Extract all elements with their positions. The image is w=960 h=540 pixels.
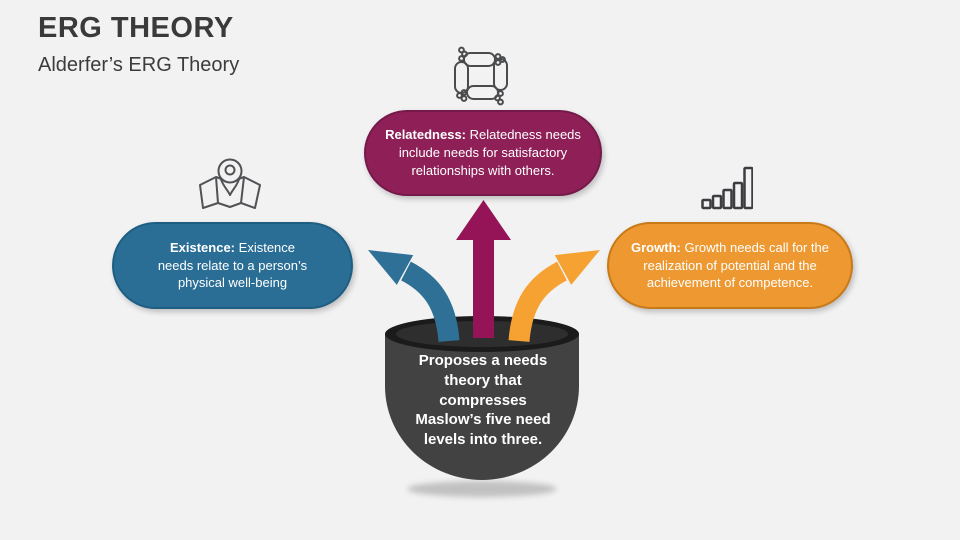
- teamwork-arms-icon: [448, 44, 514, 108]
- bar-chart-growth-icon: [701, 166, 754, 210]
- pot-shadow: [407, 481, 557, 497]
- page-subtitle: Alderfer’s ERG Theory: [38, 54, 240, 76]
- growth-text: Growth: Growth needs call for the realiz…: [631, 239, 829, 291]
- page-title: ERG THEORY: [38, 12, 234, 44]
- existence-text: Existence: Existence needs relate to a p…: [157, 239, 308, 291]
- pot-body: [385, 334, 579, 480]
- relatedness-arrow: [456, 200, 511, 338]
- map-location-icon: [193, 156, 267, 216]
- existence-node: Existence: Existence needs relate to a p…: [112, 222, 353, 309]
- existence-arrow: [368, 250, 460, 343]
- relatedness-text: Relatedness: Relatedness needs include n…: [385, 127, 581, 178]
- relatedness-node: Relatedness: Relatedness needs include n…: [364, 110, 602, 196]
- growth-arrow: [508, 250, 600, 343]
- growth-node: Growth: Growth needs call for the realiz…: [607, 222, 853, 309]
- center-pot-text: Proposes a needs theory that compresses …: [415, 352, 551, 449]
